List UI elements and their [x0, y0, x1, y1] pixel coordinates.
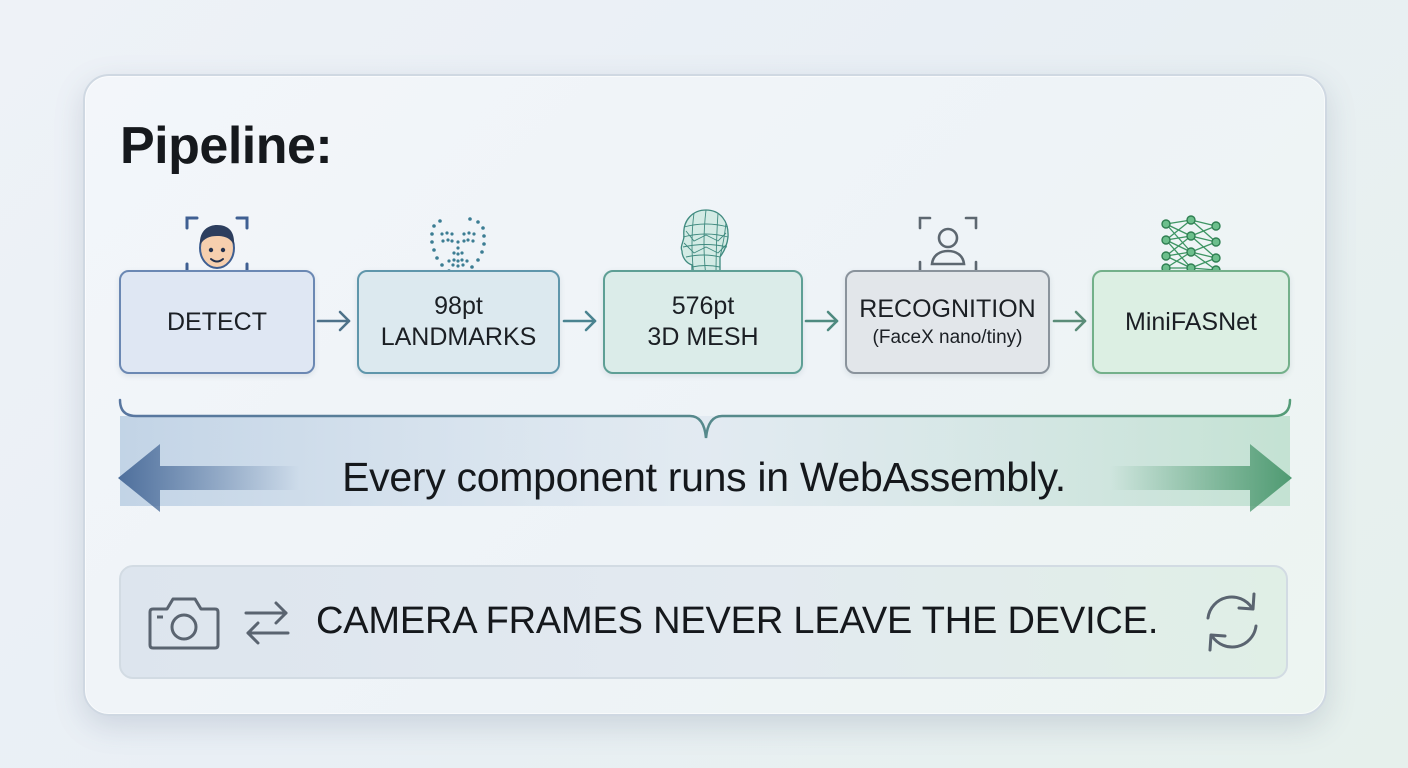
face-detect-icon — [185, 216, 249, 276]
stage-minifasnet: MiniFASNet — [1092, 270, 1290, 374]
privacy-statement: CAMERA FRAMES NEVER LEAVE THE DEVICE. — [316, 600, 1159, 642]
stage-detect: DETECT — [119, 270, 315, 374]
stage-mesh-count: 576pt — [671, 292, 735, 320]
stage-detect-label: DETECT — [167, 307, 267, 336]
privacy-banner — [119, 565, 1288, 679]
flow-arrow-4 — [1052, 310, 1087, 332]
stage-minifasnet-label: MiniFASNet — [1125, 307, 1257, 336]
stage-mesh: 576pt 3D MESH — [603, 270, 803, 374]
wasm-statement: Every component runs in WebAssembly. — [342, 454, 1066, 500]
person-scan-icon — [918, 216, 978, 274]
refresh-icon — [1206, 592, 1258, 652]
flow-arrow-2 — [562, 310, 597, 332]
page-title: Pipeline: — [120, 117, 333, 175]
stage-landmarks-label: LANDMARKS — [380, 323, 537, 351]
stage-mesh-label: 3D MESH — [647, 323, 759, 351]
face-landmarks-icon — [430, 217, 486, 276]
camera-icon — [148, 597, 220, 650]
stage-recognition-models: (FaceX nano/tiny) — [872, 326, 1023, 348]
flow-arrow-3 — [804, 310, 839, 332]
stage-recognition-label: RECOGNITION — [859, 294, 1036, 323]
flow-arrow-1 — [316, 310, 351, 332]
swap-arrows-icon — [244, 601, 290, 645]
pipeline-brace — [118, 398, 1292, 512]
stage-landmarks: 98pt LANDMARKS — [357, 270, 560, 374]
neural-network-icon — [1161, 215, 1221, 275]
stage-recognition: RECOGNITION (FaceX nano/tiny) — [845, 270, 1050, 374]
stage-landmarks-count: 98pt — [434, 292, 483, 320]
